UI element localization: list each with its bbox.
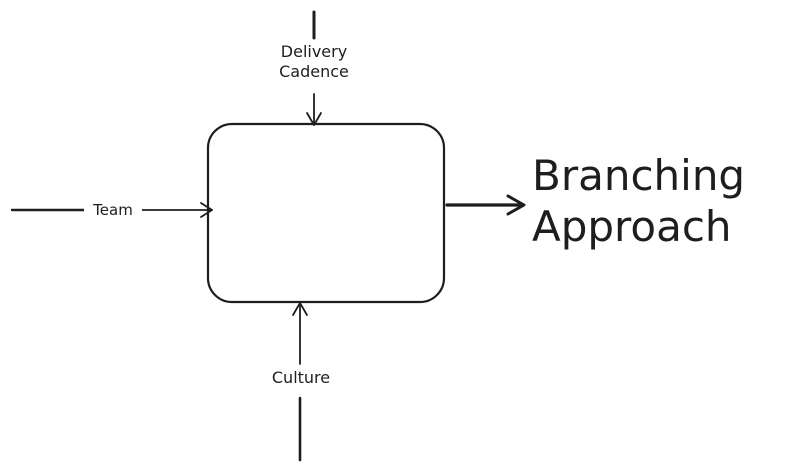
top-input-arrow	[306, 10, 322, 126]
branching-approach-label: Branching Approach	[532, 151, 746, 252]
culture-label: Culture	[258, 368, 344, 388]
bottom-input-arrow	[292, 302, 308, 462]
process-box[interactable]	[206, 122, 446, 304]
output-arrow	[445, 194, 526, 216]
left-input-arrow	[10, 202, 213, 218]
team-label: Team	[84, 201, 142, 220]
delivery-cadence-label: Delivery Cadence	[279, 42, 349, 81]
